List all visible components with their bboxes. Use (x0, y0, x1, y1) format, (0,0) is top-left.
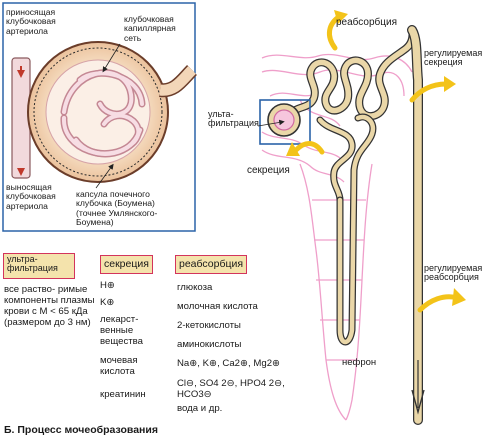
reabsorption-item: аминокислоты (177, 339, 242, 350)
secretion-label: секреция (247, 165, 290, 176)
ultrafiltration-header: ультра- фильтрация (3, 253, 75, 279)
afferent-arteriole-label: приносящая клубочковая артериола (6, 7, 56, 36)
secretion-item: креатинин (100, 389, 146, 400)
reabsorption-top-label: реабсорбция (336, 17, 397, 28)
nephron-tubule (288, 25, 423, 425)
capsule-epithelium (33, 47, 163, 177)
efferent-arteriole-label: выносящая клубочковая артериола (6, 182, 56, 211)
efferent-arrow-head (17, 168, 25, 176)
secretion-arrow (293, 141, 325, 155)
reabsorption-header: реабсорбция (175, 255, 248, 274)
nephron-label: нефрон (342, 357, 377, 368)
capsule-pointer (95, 163, 114, 189)
ultrafiltration-label: ульта- фильтрация (208, 109, 259, 129)
afferent-arrow-head (17, 70, 25, 78)
reabsorption-item: молочная кислота (177, 301, 258, 312)
reabsorption-item: вода и др. (177, 403, 223, 414)
regulated-secretion-arrow (409, 81, 449, 103)
nephron-glomerulus (273, 109, 295, 131)
secretion-header: секреция (100, 255, 153, 274)
reabsorption-item: глюкоза (177, 282, 213, 293)
regulated-reabsorption-label: регулируемая реабсорбция (424, 263, 483, 283)
figure-caption: Б. Процесс мочеобразования (4, 424, 158, 436)
reabsorption-item: 2-кетокислоты (177, 320, 241, 331)
ultrafiltration-pointer (257, 119, 285, 127)
reabsorption-list: глюкоза молочная кислота 2-кетокислоты а… (177, 282, 307, 414)
secretion-item: K⊕ (100, 297, 115, 308)
regulated-secretion-label: регулируемая секреция (424, 48, 483, 68)
secretion-item: H⊕ (100, 280, 115, 291)
secretion-list: H⊕ K⊕ лекарст- венные вещества мочевая к… (100, 280, 172, 400)
ultrafiltration-text: все раство- римые компоненты плазмы кров… (4, 284, 95, 328)
reabsorption-item: Cl⊖, SO4 2⊖, HPO4 2⊖, HCO3⊖ (177, 378, 285, 400)
bowman-capsule-label: капсула почечного клубочка (Боумена) (то… (76, 189, 158, 228)
secretion-item: мочевая кислота (100, 355, 138, 377)
capillary-pointer (102, 43, 121, 73)
secretion-item: лекарст- венные вещества (100, 314, 143, 347)
capillary-network-label: клубочковая капиллярная сеть (124, 14, 176, 43)
duct-outflow-arrow (411, 389, 425, 415)
zoom-box (259, 99, 311, 145)
reabsorption-item: Na⊕, K⊕, Ca2⊕, Mg2⊕ (177, 358, 281, 369)
